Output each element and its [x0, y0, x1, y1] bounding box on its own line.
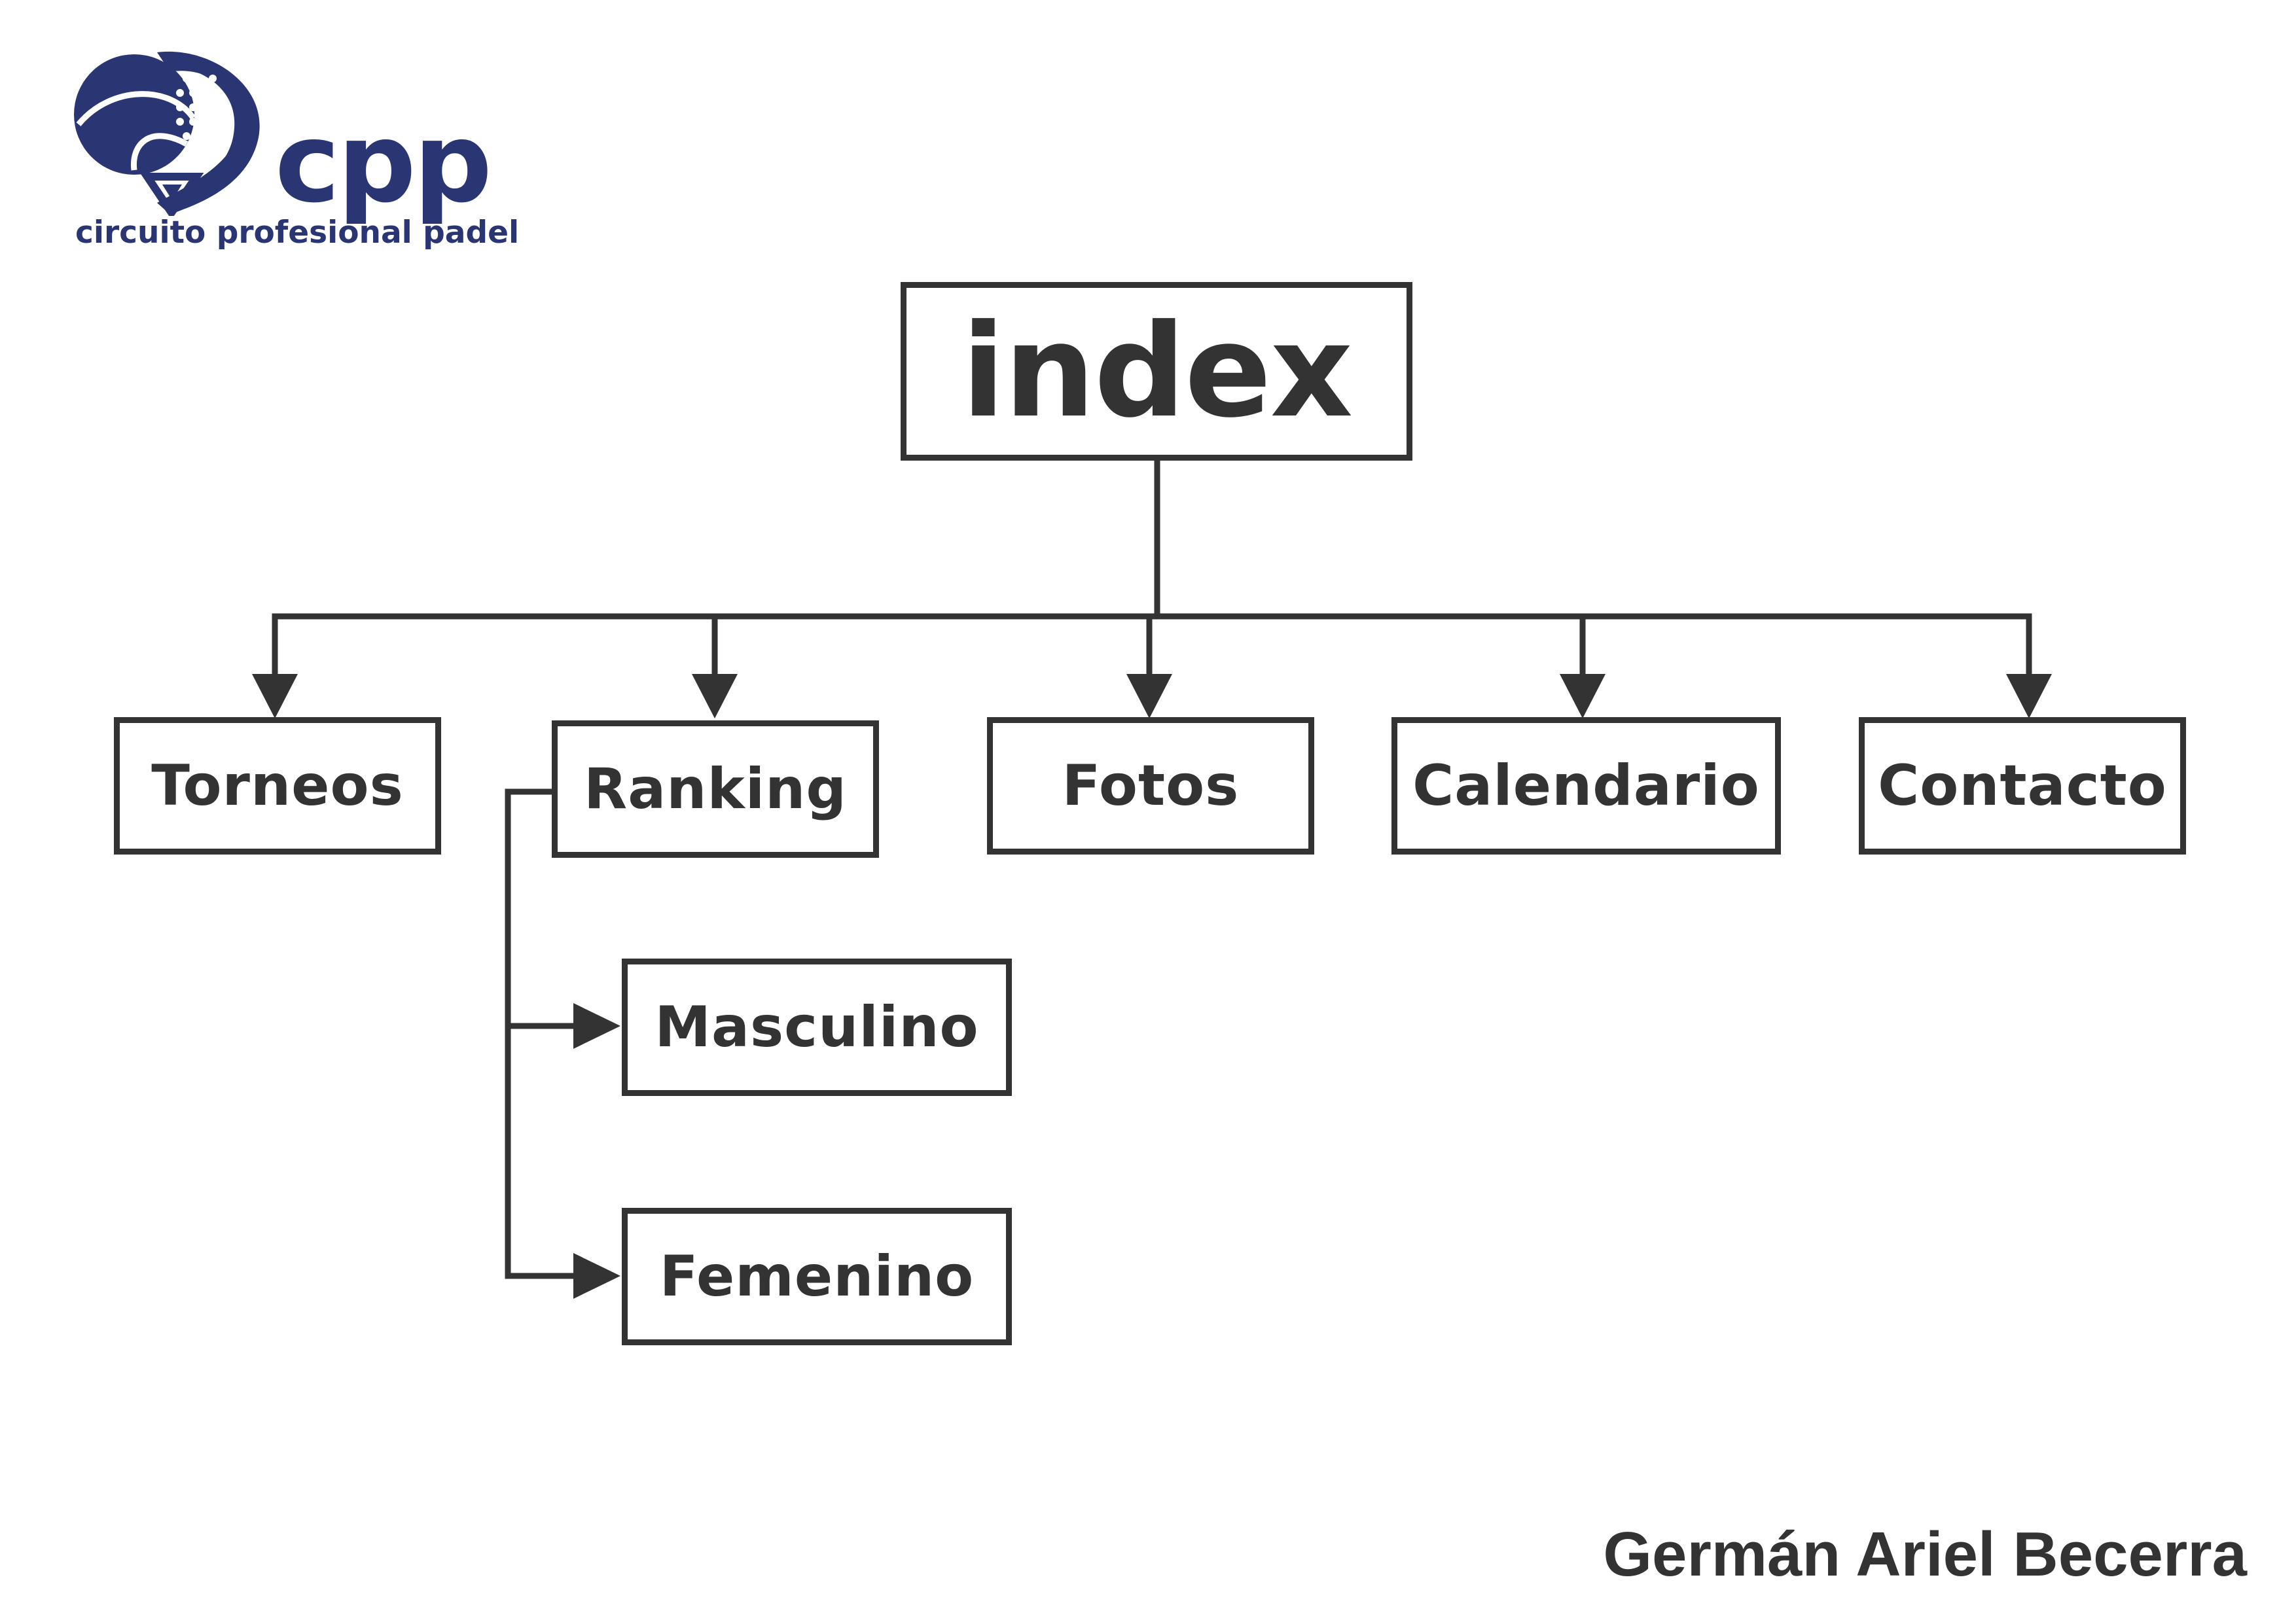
node-femenino-label: Femenino — [659, 1244, 975, 1309]
node-masculino: Masculino — [622, 959, 1012, 1096]
arrow-masculino-icon — [573, 1003, 620, 1049]
logo-tagline: circuito profesional padel — [75, 215, 520, 251]
node-calendario-label: Calendario — [1412, 753, 1760, 819]
node-ranking-label: Ranking — [584, 756, 847, 822]
node-ranking: Ranking — [552, 720, 879, 858]
node-fotos-label: Fotos — [1062, 753, 1240, 819]
node-index: index — [901, 282, 1412, 461]
node-calendario: Calendario — [1391, 717, 1781, 855]
node-index-label: index — [961, 296, 1353, 446]
logo-wordmark: cpp — [275, 99, 492, 227]
arrow-ranking-icon — [692, 674, 738, 718]
cpp-logo: cpp circuito profesional padel — [72, 46, 519, 262]
arrow-contacto-icon — [2006, 674, 2052, 718]
padel-racket-ball-icon — [74, 51, 260, 216]
node-femenino: Femenino — [622, 1208, 1012, 1345]
node-fotos: Fotos — [987, 717, 1314, 855]
node-contacto-label: Contacto — [1878, 753, 2167, 819]
node-masculino-label: Masculino — [655, 995, 979, 1060]
arrow-calendario-icon — [1560, 674, 1605, 718]
node-contacto: Contacto — [1859, 717, 2186, 855]
node-torneos-label: Torneos — [151, 753, 404, 819]
arrow-femenino-icon — [573, 1253, 620, 1299]
author-credit: Germán Ariel Becerra — [1603, 1519, 2247, 1589]
arrow-fotos-icon — [1126, 674, 1172, 718]
node-torneos: Torneos — [114, 717, 441, 855]
arrow-torneos-icon — [252, 674, 298, 718]
